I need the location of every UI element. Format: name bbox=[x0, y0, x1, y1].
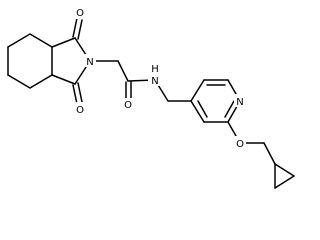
atom-label: O bbox=[76, 8, 84, 19]
atom-label: O bbox=[76, 105, 84, 116]
pyridine-ring bbox=[190, 79, 241, 123]
atom-label: N bbox=[236, 97, 243, 108]
acetamide-linker bbox=[89, 60, 192, 102]
bond bbox=[263, 142, 276, 165]
atom-o-amide: O bbox=[122, 98, 134, 111]
bond bbox=[7, 33, 31, 48]
bond bbox=[29, 74, 53, 89]
atom-nh-amide: H N bbox=[148, 62, 162, 87]
atom-o-imide-bottom: O bbox=[74, 102, 86, 116]
bond bbox=[190, 100, 205, 123]
atom-label-n: N bbox=[151, 76, 158, 87]
carbonyl-bond bbox=[72, 17, 78, 38]
atom-n-imide: N bbox=[84, 54, 96, 68]
bond bbox=[51, 74, 76, 85]
bond bbox=[274, 175, 295, 189]
atom-label-h: H bbox=[151, 64, 159, 75]
bond bbox=[7, 74, 31, 89]
cyclopropylmethoxy-group bbox=[227, 121, 295, 189]
atom-label: O bbox=[236, 139, 244, 150]
bond bbox=[274, 163, 295, 177]
atom-label: O bbox=[124, 100, 132, 111]
bond bbox=[29, 33, 53, 48]
aromatic-bond bbox=[224, 100, 235, 118]
bond bbox=[51, 37, 76, 48]
aromatic-bond bbox=[197, 100, 208, 118]
molecule-structure: O O N O H N N O bbox=[7, 6, 295, 189]
carbonyl-bond bbox=[77, 82, 83, 103]
cyclohexane-ring bbox=[7, 33, 53, 89]
carbonyl-bond bbox=[72, 84, 78, 105]
atom-o-imide-top: O bbox=[74, 6, 86, 19]
atom-o-ether: O bbox=[234, 136, 246, 150]
atom-n-pyridine: N bbox=[234, 94, 246, 108]
atom-label: N bbox=[86, 57, 93, 68]
bond bbox=[190, 79, 205, 102]
carbonyl-bond bbox=[77, 19, 83, 40]
bond bbox=[117, 60, 129, 82]
